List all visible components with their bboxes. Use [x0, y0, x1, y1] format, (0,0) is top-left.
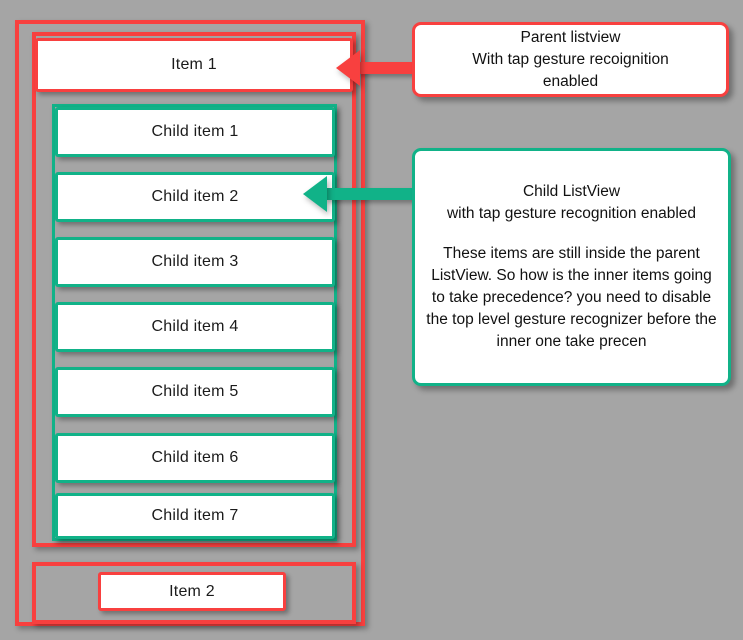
parent-item-1[interactable]: Item 1: [35, 38, 353, 92]
child-item-6[interactable]: Child item 6: [55, 433, 335, 483]
parent-callout-box: Parent listview With tap gesture recoign…: [412, 22, 729, 97]
parent-item-2[interactable]: Item 2: [98, 572, 286, 611]
parent-listview-frame: [15, 20, 365, 626]
parent-callout-line-1: Parent listview: [520, 28, 621, 46]
child-callout-line-1: Child ListView: [522, 183, 621, 200]
parent-listview-row-1[interactable]: [32, 32, 356, 547]
parent-callout-arrow-shaft: [358, 62, 416, 74]
child-item-1[interactable]: Child item 1: [55, 107, 335, 157]
child-item-7[interactable]: Child item 7: [55, 493, 335, 539]
arrow-left-icon-child: [303, 176, 327, 212]
parent-callout-line-3: enabled: [542, 72, 599, 90]
child-callout-line-2: with tap gesture recognition enabled: [446, 205, 697, 222]
child-callout-arrow-shaft: [325, 188, 417, 200]
arrow-left-icon-parent: [336, 50, 360, 86]
child-listview-frame: [52, 104, 337, 541]
child-callout-box: Child ListView with tap gesture recognit…: [412, 148, 731, 386]
child-item-3[interactable]: Child item 3: [55, 237, 335, 287]
parent-callout-line-2: With tap gesture recoignition: [472, 50, 669, 68]
child-callout-paragraph: These items are still inside the parent …: [426, 245, 717, 350]
child-item-5[interactable]: Child item 5: [55, 367, 335, 417]
child-item-2[interactable]: Child item 2: [55, 172, 335, 222]
child-item-4[interactable]: Child item 4: [55, 302, 335, 352]
parent-listview-row-2[interactable]: [32, 562, 356, 624]
